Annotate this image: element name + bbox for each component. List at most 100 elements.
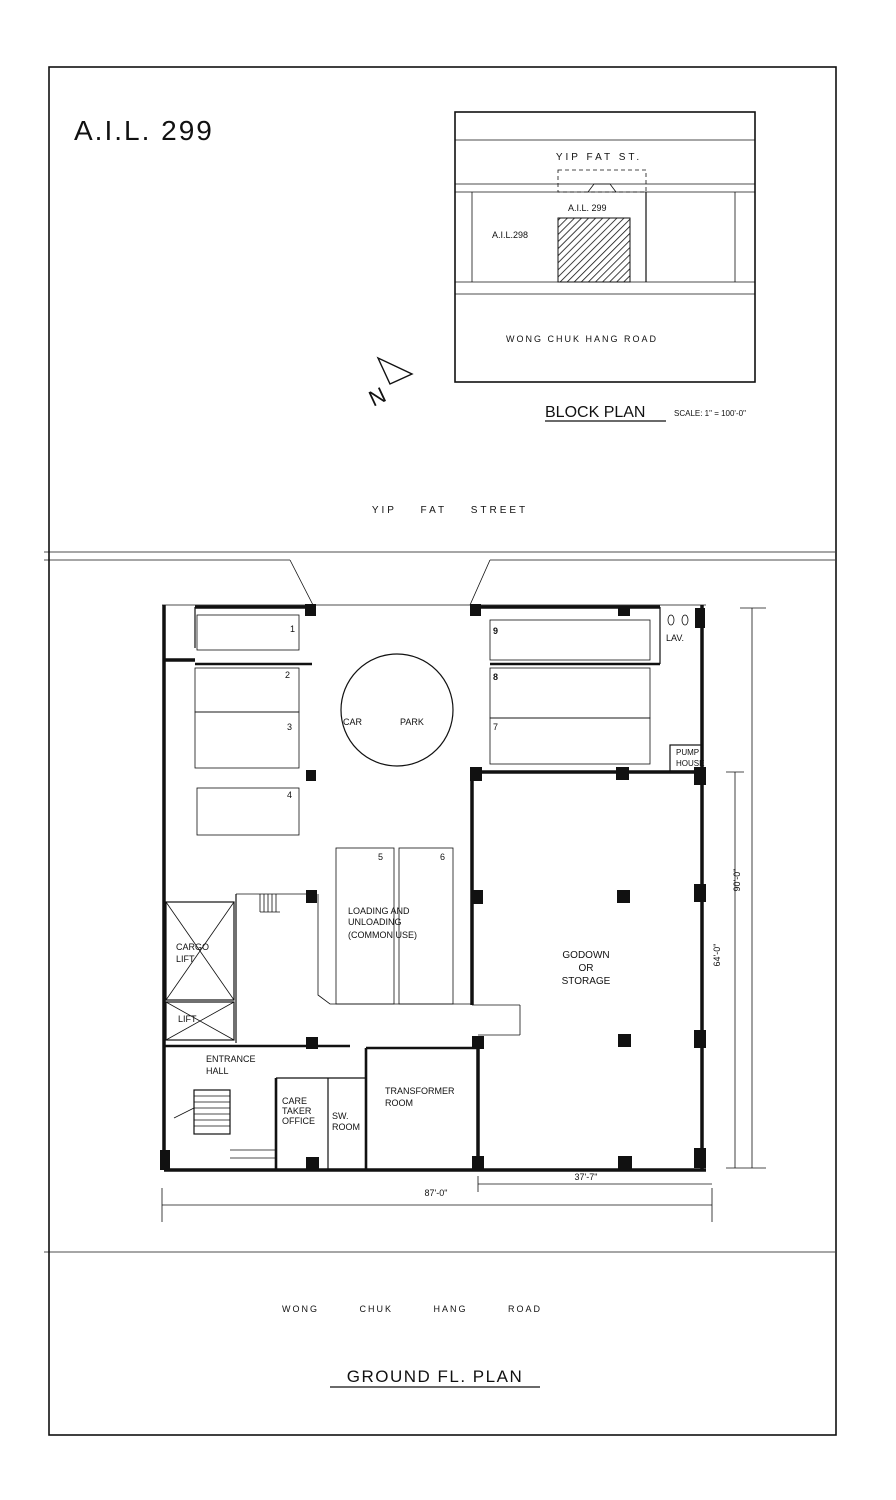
- pump-house-label-1: PUMP: [676, 748, 699, 757]
- block-plan-notch: [587, 183, 617, 193]
- toilet-icon: [667, 614, 675, 626]
- bay-number-7: 7: [493, 722, 498, 732]
- lift-cross: [165, 1001, 235, 1041]
- parking-bays-left: [194, 614, 312, 836]
- block-plan-scale: SCALE: 1" = 100'-0": [674, 409, 746, 418]
- godown: [470, 770, 702, 1170]
- column: [616, 767, 629, 780]
- south-road-label: WONG CHUK HANG ROAD: [282, 1304, 542, 1314]
- column: [306, 1037, 318, 1049]
- block-plan-neighbor-lot: A.I.L.298: [492, 230, 528, 240]
- parking-bay-3: [194, 711, 300, 769]
- transformer-label-2: ROOM: [385, 1098, 413, 1108]
- block-plan-title: BLOCK PLAN: [545, 404, 645, 421]
- cargo-lift-label-1: CARGO: [176, 942, 209, 952]
- loading-outline: [317, 894, 472, 1005]
- north-street-label: YIP FAT STREET: [372, 505, 528, 516]
- block-plan-inset: A.I.L. 299 A.I.L.298 YIP FAT ST. WONG CH…: [454, 111, 756, 383]
- splay-corner: [289, 559, 314, 606]
- column: [472, 1036, 484, 1049]
- parking-bay-8: [489, 667, 651, 719]
- building-outline: [162, 604, 706, 1172]
- parking-bay-6: [398, 847, 454, 1005]
- dimension-godown-width: 37'-7": [575, 1172, 598, 1182]
- ground-floor-plan-title: GROUND FL. PLAN: [347, 1367, 523, 1386]
- turning-circle: [340, 653, 454, 767]
- bay-number-3: 3: [287, 722, 292, 732]
- sw-room-label-1: SW.: [332, 1111, 349, 1121]
- block-plan-subject-lot: A.I.L. 299: [568, 203, 607, 213]
- caretaker-label-3: OFFICE: [282, 1116, 315, 1126]
- lot-title: A.I.L. 299: [74, 115, 214, 146]
- bay-number-1: 1: [290, 624, 295, 634]
- stair-well: [193, 1089, 231, 1135]
- bay-number-8: 8: [493, 672, 498, 682]
- loading-label-3: (COMMON USE): [348, 930, 417, 940]
- dimension-godown-depth: 64'-0": [712, 944, 722, 967]
- car-park-label-1: CAR: [343, 717, 363, 727]
- column: [472, 1156, 484, 1170]
- structural-columns: [160, 604, 706, 1170]
- cargo-lift-label-2: LIFT: [176, 954, 195, 964]
- column: [618, 1156, 632, 1169]
- column: [160, 1150, 170, 1170]
- block-plan-bottom-road: WONG CHUK HANG ROAD: [506, 334, 658, 344]
- front-stair: [235, 893, 312, 1043]
- car-park-label-2: PARK: [400, 717, 424, 727]
- caretaker-label-2: TAKER: [282, 1106, 312, 1116]
- lift-label: LIFT: [178, 1014, 197, 1024]
- stair-arrow: [173, 1107, 195, 1119]
- entrance-hall-label-2: HALL: [206, 1066, 229, 1076]
- sw-room-label-2: ROOM: [332, 1122, 360, 1132]
- north-arrow-icon: [376, 356, 414, 385]
- column: [618, 608, 630, 616]
- block-plan-top-street: YIP FAT ST.: [556, 152, 642, 163]
- dimension-total-depth: 90'-0": [732, 869, 742, 892]
- transformer-label-1: TRANSFORMER: [385, 1086, 455, 1096]
- splay-corner: [469, 559, 491, 606]
- parking-bay-1: [196, 614, 300, 651]
- column: [694, 884, 706, 902]
- pump-house-label-2: HOUSE: [676, 759, 704, 768]
- rear-stair: [173, 1089, 276, 1159]
- caretaker-label-1: CARE: [282, 1096, 307, 1106]
- loading-label-2: UNLOADING: [348, 917, 402, 927]
- column: [471, 890, 483, 904]
- dimension-lines: [161, 607, 766, 1222]
- column: [306, 890, 317, 903]
- cargo-lift-cross: [165, 901, 235, 1001]
- entrance-hall-label-1: ENTRANCE: [206, 1054, 256, 1064]
- north-arrow-label: N: [365, 382, 390, 411]
- parking-bay-9: [489, 619, 651, 661]
- loading-bays: [317, 847, 472, 1005]
- bay-number-6: 6: [440, 852, 445, 862]
- column: [306, 770, 316, 781]
- parking-bay-4: [196, 787, 300, 836]
- column: [694, 1148, 706, 1168]
- column: [470, 767, 482, 781]
- lift-core: [165, 901, 235, 1041]
- godown-label-3: STORAGE: [562, 976, 611, 987]
- service-rooms: [274, 1046, 478, 1170]
- bay-number-9: 9: [493, 626, 498, 636]
- loading-label-1: LOADING AND: [348, 906, 410, 916]
- lav-label: LAV.: [666, 633, 684, 643]
- lift-shaft: [165, 1001, 235, 1041]
- cargo-lift-shaft: [165, 901, 235, 1001]
- column: [618, 1034, 631, 1047]
- column: [470, 604, 481, 616]
- bay-number-5: 5: [378, 852, 383, 862]
- bay-number-4: 4: [287, 790, 292, 800]
- toilet-icon: [681, 614, 689, 626]
- column: [694, 767, 706, 785]
- bay-number-2: 2: [285, 670, 290, 680]
- parking-bay-7: [489, 717, 651, 765]
- block-plan-dashed-outline: [557, 169, 647, 193]
- column: [694, 1030, 706, 1048]
- column: [617, 890, 630, 903]
- block-plan-frame: [454, 111, 756, 383]
- godown-label-2: OR: [579, 963, 594, 974]
- column: [305, 604, 316, 616]
- north-arrow: N: [365, 356, 414, 411]
